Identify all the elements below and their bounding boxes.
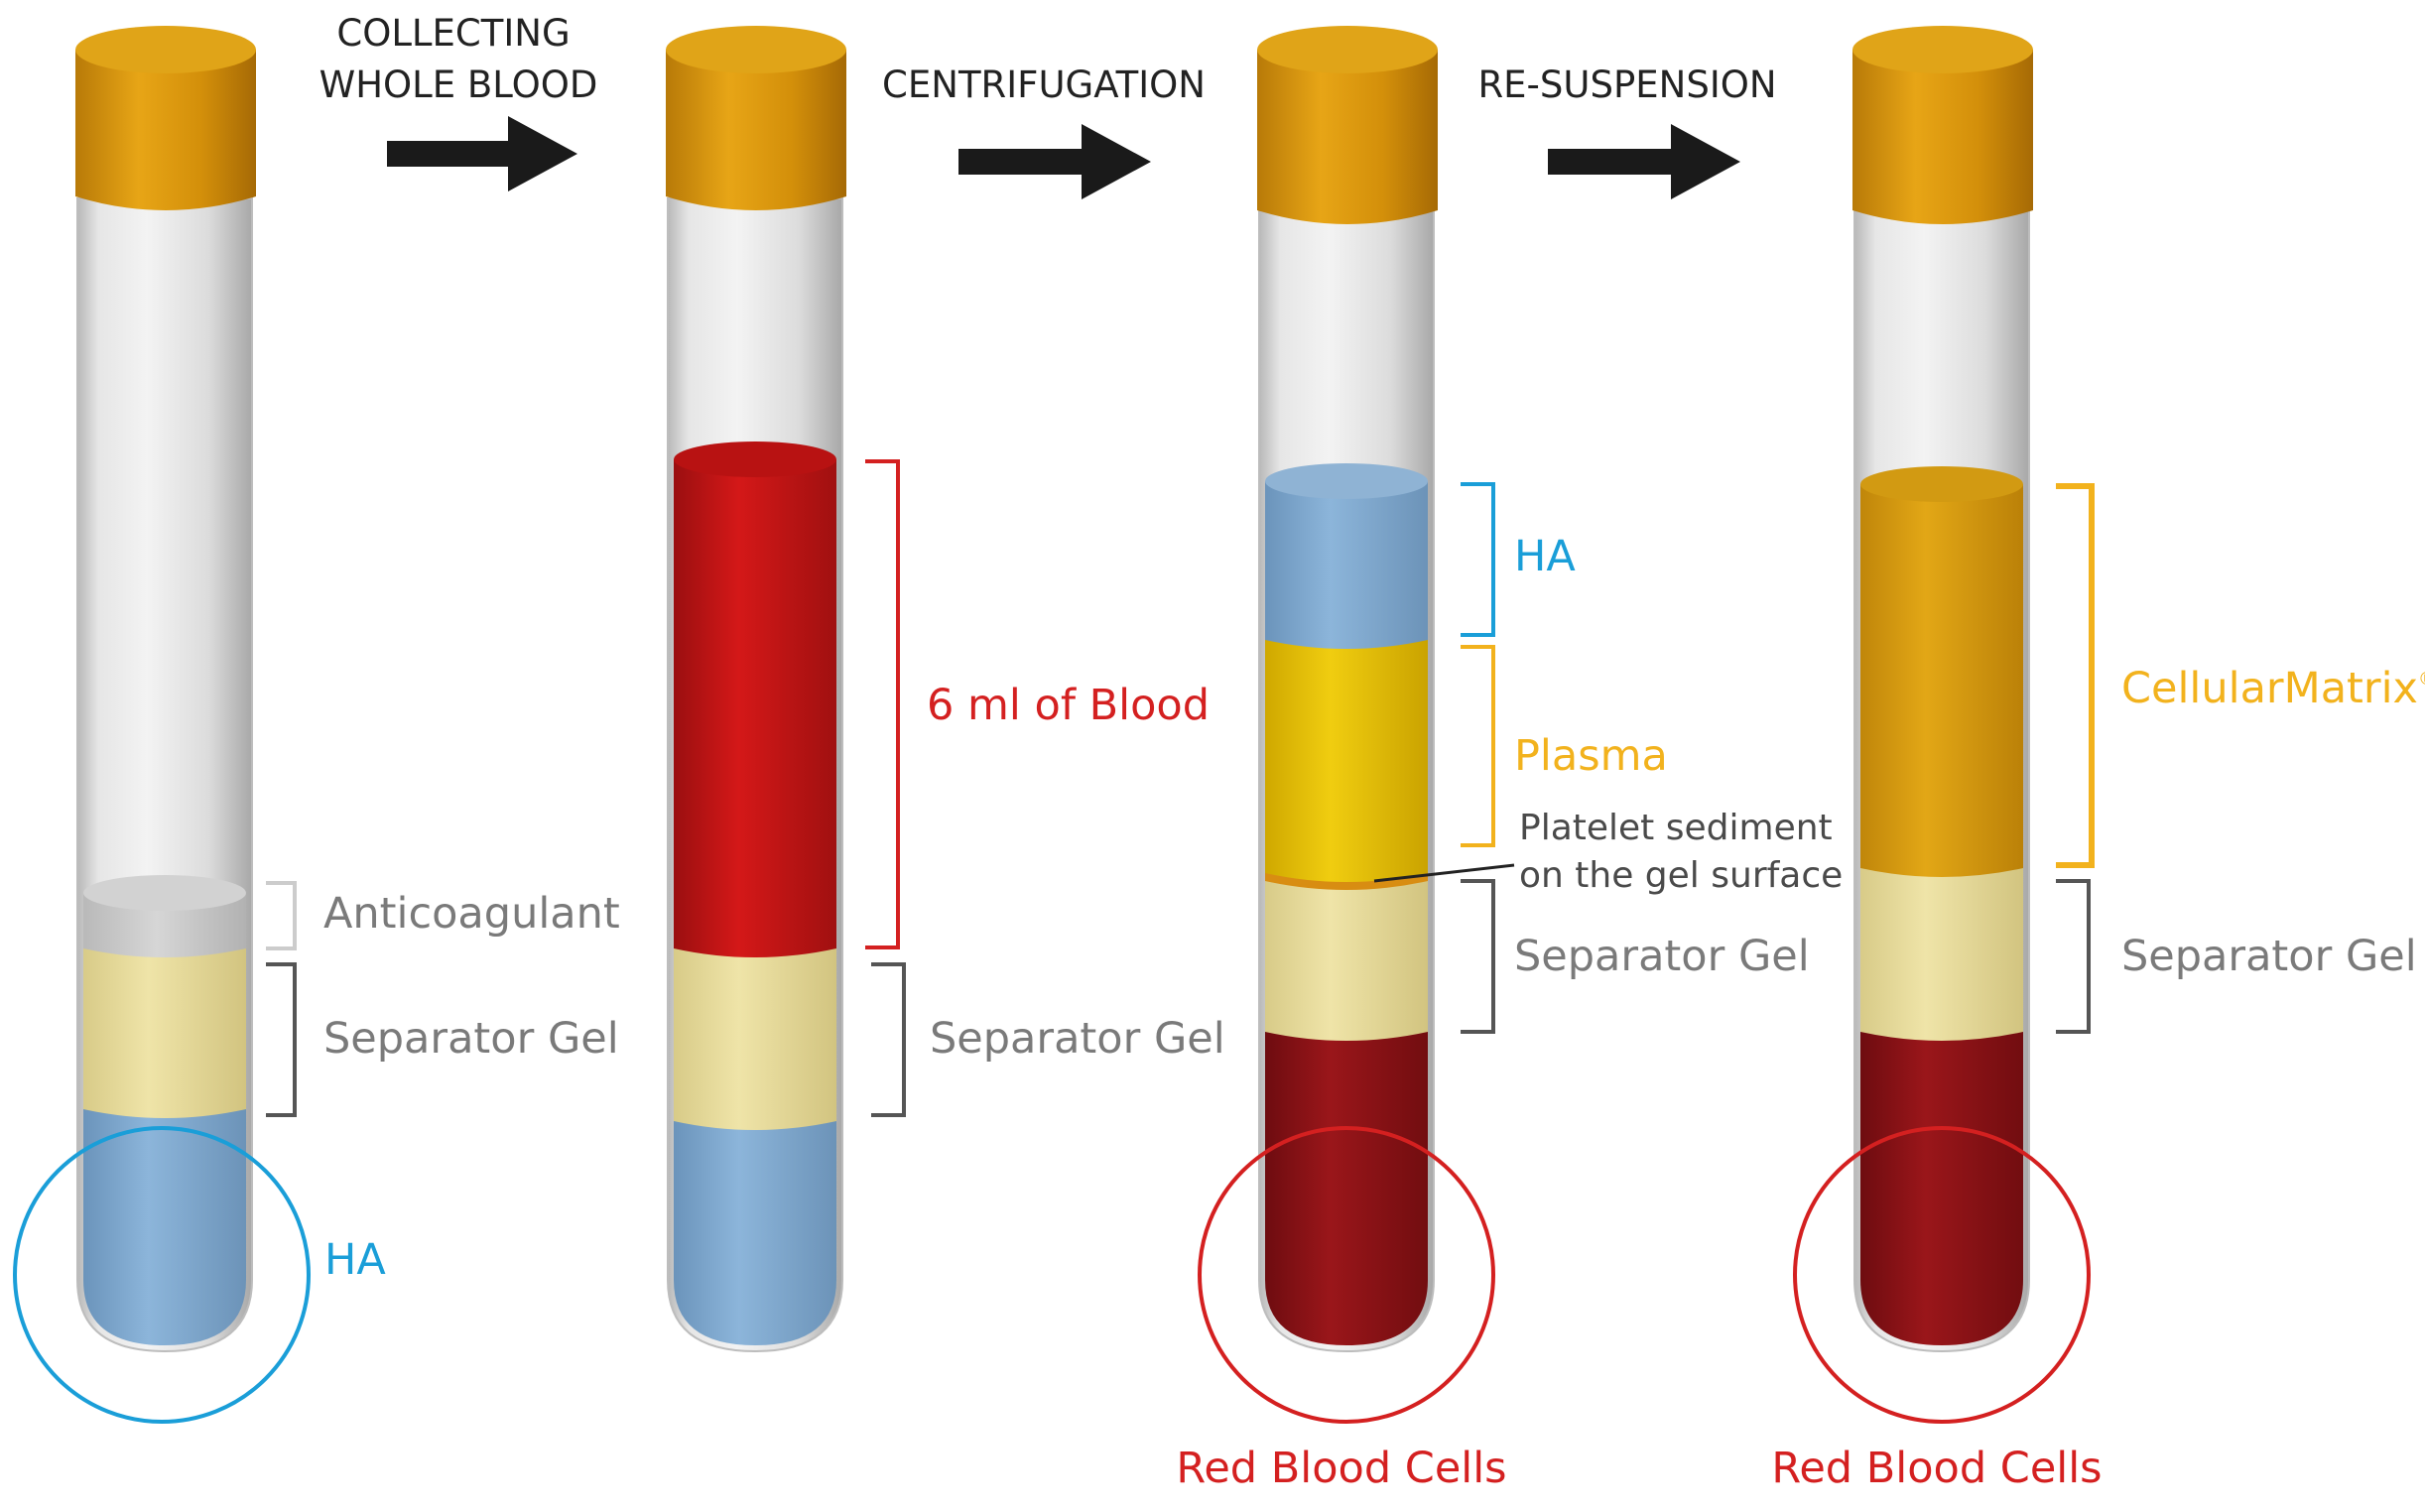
tube-2-blood-bracket <box>865 459 900 949</box>
tube-3-plasma-label: Plasma <box>1514 731 1668 781</box>
tube-3-ha-top <box>1265 463 1428 499</box>
tube-4-gel-layer <box>1860 868 2023 1041</box>
arrow-right-icon <box>387 116 577 191</box>
step-resuspension: RE-SUSPENSION <box>1477 63 1776 106</box>
tube-1-anticoagulant-bracket <box>266 881 297 950</box>
tube-4-matrix-label-text: CellularMatrix <box>2121 664 2418 713</box>
tube-2-gel-label: Separator Gel <box>930 1014 1225 1064</box>
tube-3 <box>1257 26 1438 1353</box>
tube-3-plasma-bracket <box>1461 645 1495 847</box>
tube-3-platelet-label-line2: on the gel surface <box>1519 855 1843 896</box>
tube-2-gel-layer <box>674 948 836 1130</box>
tube-2-ha-layer <box>674 1121 836 1345</box>
tube-4 <box>1852 26 2033 1353</box>
tube-2-blood-top <box>674 441 836 477</box>
tube-3-rbc-highlight-circle <box>1198 1126 1495 1424</box>
tube-1-ha-label: HA <box>324 1235 386 1285</box>
tube-2-cap-top <box>666 26 846 73</box>
tube-3-cap-top <box>1257 26 1438 73</box>
tube-4-gel-label: Separator Gel <box>2121 932 2417 981</box>
tube-4-rbc-layer <box>1860 1032 2023 1345</box>
tube-3-gel-layer <box>1265 881 1428 1041</box>
tube-2-blood-layer <box>674 459 836 957</box>
tube-1-cap-top <box>75 26 256 73</box>
tube-4-matrix-layer <box>1860 484 2023 877</box>
tube-3-platelet-pointer <box>1373 863 1515 883</box>
step-collecting-line2: WHOLE BLOOD <box>319 63 598 106</box>
tube-4-matrix-bracket <box>2056 483 2095 868</box>
tube-4-cap <box>1852 50 2033 224</box>
step-collecting-line1: COLLECTING <box>336 12 570 55</box>
tube-1-cap <box>75 50 256 210</box>
tube-1-anticoagulant-label: Anticoagulant <box>323 889 620 939</box>
tube-1-anticoagulant-layer <box>83 893 246 957</box>
tube-4-rbc-label: Red Blood Cells <box>1771 1444 2102 1493</box>
step-centrifugation: CENTRIFUGATION <box>882 63 1206 106</box>
arrow-right-icon <box>958 124 1151 199</box>
tube-4-matrix-label: CellularMatrix® <box>2121 664 2425 713</box>
tube-4-matrix-trademark: ® <box>2418 669 2425 690</box>
tube-2-gel-bracket <box>871 962 906 1117</box>
tube-1-gel-bracket <box>266 962 297 1117</box>
tube-1-ha-highlight-circle <box>13 1126 311 1424</box>
tube-1-anticoagulant-top <box>83 875 246 911</box>
arrow-right-icon <box>1548 124 1740 199</box>
tube-4-rbc-highlight-circle <box>1793 1126 2091 1424</box>
tube-3-gel-bracket <box>1461 879 1495 1034</box>
tube-3-cap <box>1257 50 1438 224</box>
tube-4-matrix-top <box>1860 466 2023 502</box>
tube-2-blood-label: 6 ml of Blood <box>927 681 1210 730</box>
tube-3-plasma-layer <box>1265 640 1428 882</box>
tube-3-ha-label: HA <box>1514 532 1576 581</box>
tube-1-gel-label: Separator Gel <box>323 1014 619 1064</box>
tube-3-rbc-label: Red Blood Cells <box>1176 1444 1506 1493</box>
tube-1 <box>75 26 256 1353</box>
tube-2-cap <box>666 50 846 210</box>
tube-1-gel-layer <box>83 948 246 1118</box>
tube-3-ha-layer <box>1265 481 1428 649</box>
tube-3-rbc-layer <box>1265 1032 1428 1345</box>
tube-3-platelet-label-line1: Platelet sediment <box>1519 808 1833 848</box>
tube-3-gel-label: Separator Gel <box>1514 932 1810 981</box>
tube-3-ha-bracket <box>1461 482 1495 637</box>
tube-2 <box>666 26 846 1353</box>
tube-4-cap-top <box>1852 26 2033 73</box>
tube-1-ha-layer <box>83 1109 246 1345</box>
tube-4-gel-bracket <box>2056 879 2091 1034</box>
